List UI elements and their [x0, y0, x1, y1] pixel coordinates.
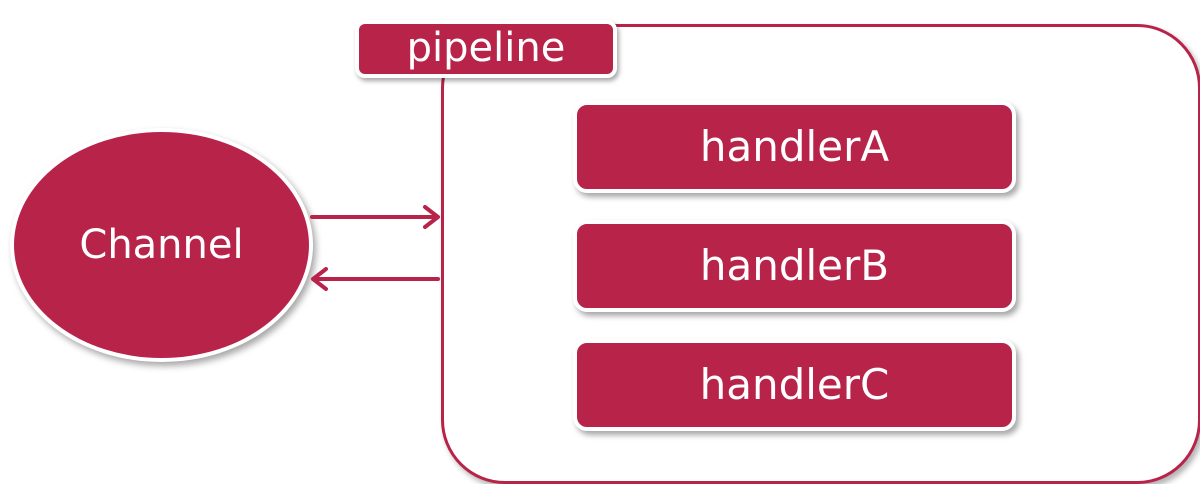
diagram-canvas: pipeline handlerA handlerB handlerC Chan…: [10, 20, 1200, 484]
channel-node: Channel: [10, 128, 313, 362]
pipeline-label: pipeline: [355, 20, 617, 78]
handler-c-box: handlerC: [573, 339, 1016, 431]
connector-arrows: [310, 205, 440, 291]
handler-a-box: handlerA: [573, 101, 1016, 193]
arrow-to-channel: [311, 267, 440, 291]
channel-label: Channel: [79, 222, 244, 268]
arrow-to-pipeline: [310, 205, 440, 229]
handler-b-box: handlerB: [573, 220, 1016, 312]
